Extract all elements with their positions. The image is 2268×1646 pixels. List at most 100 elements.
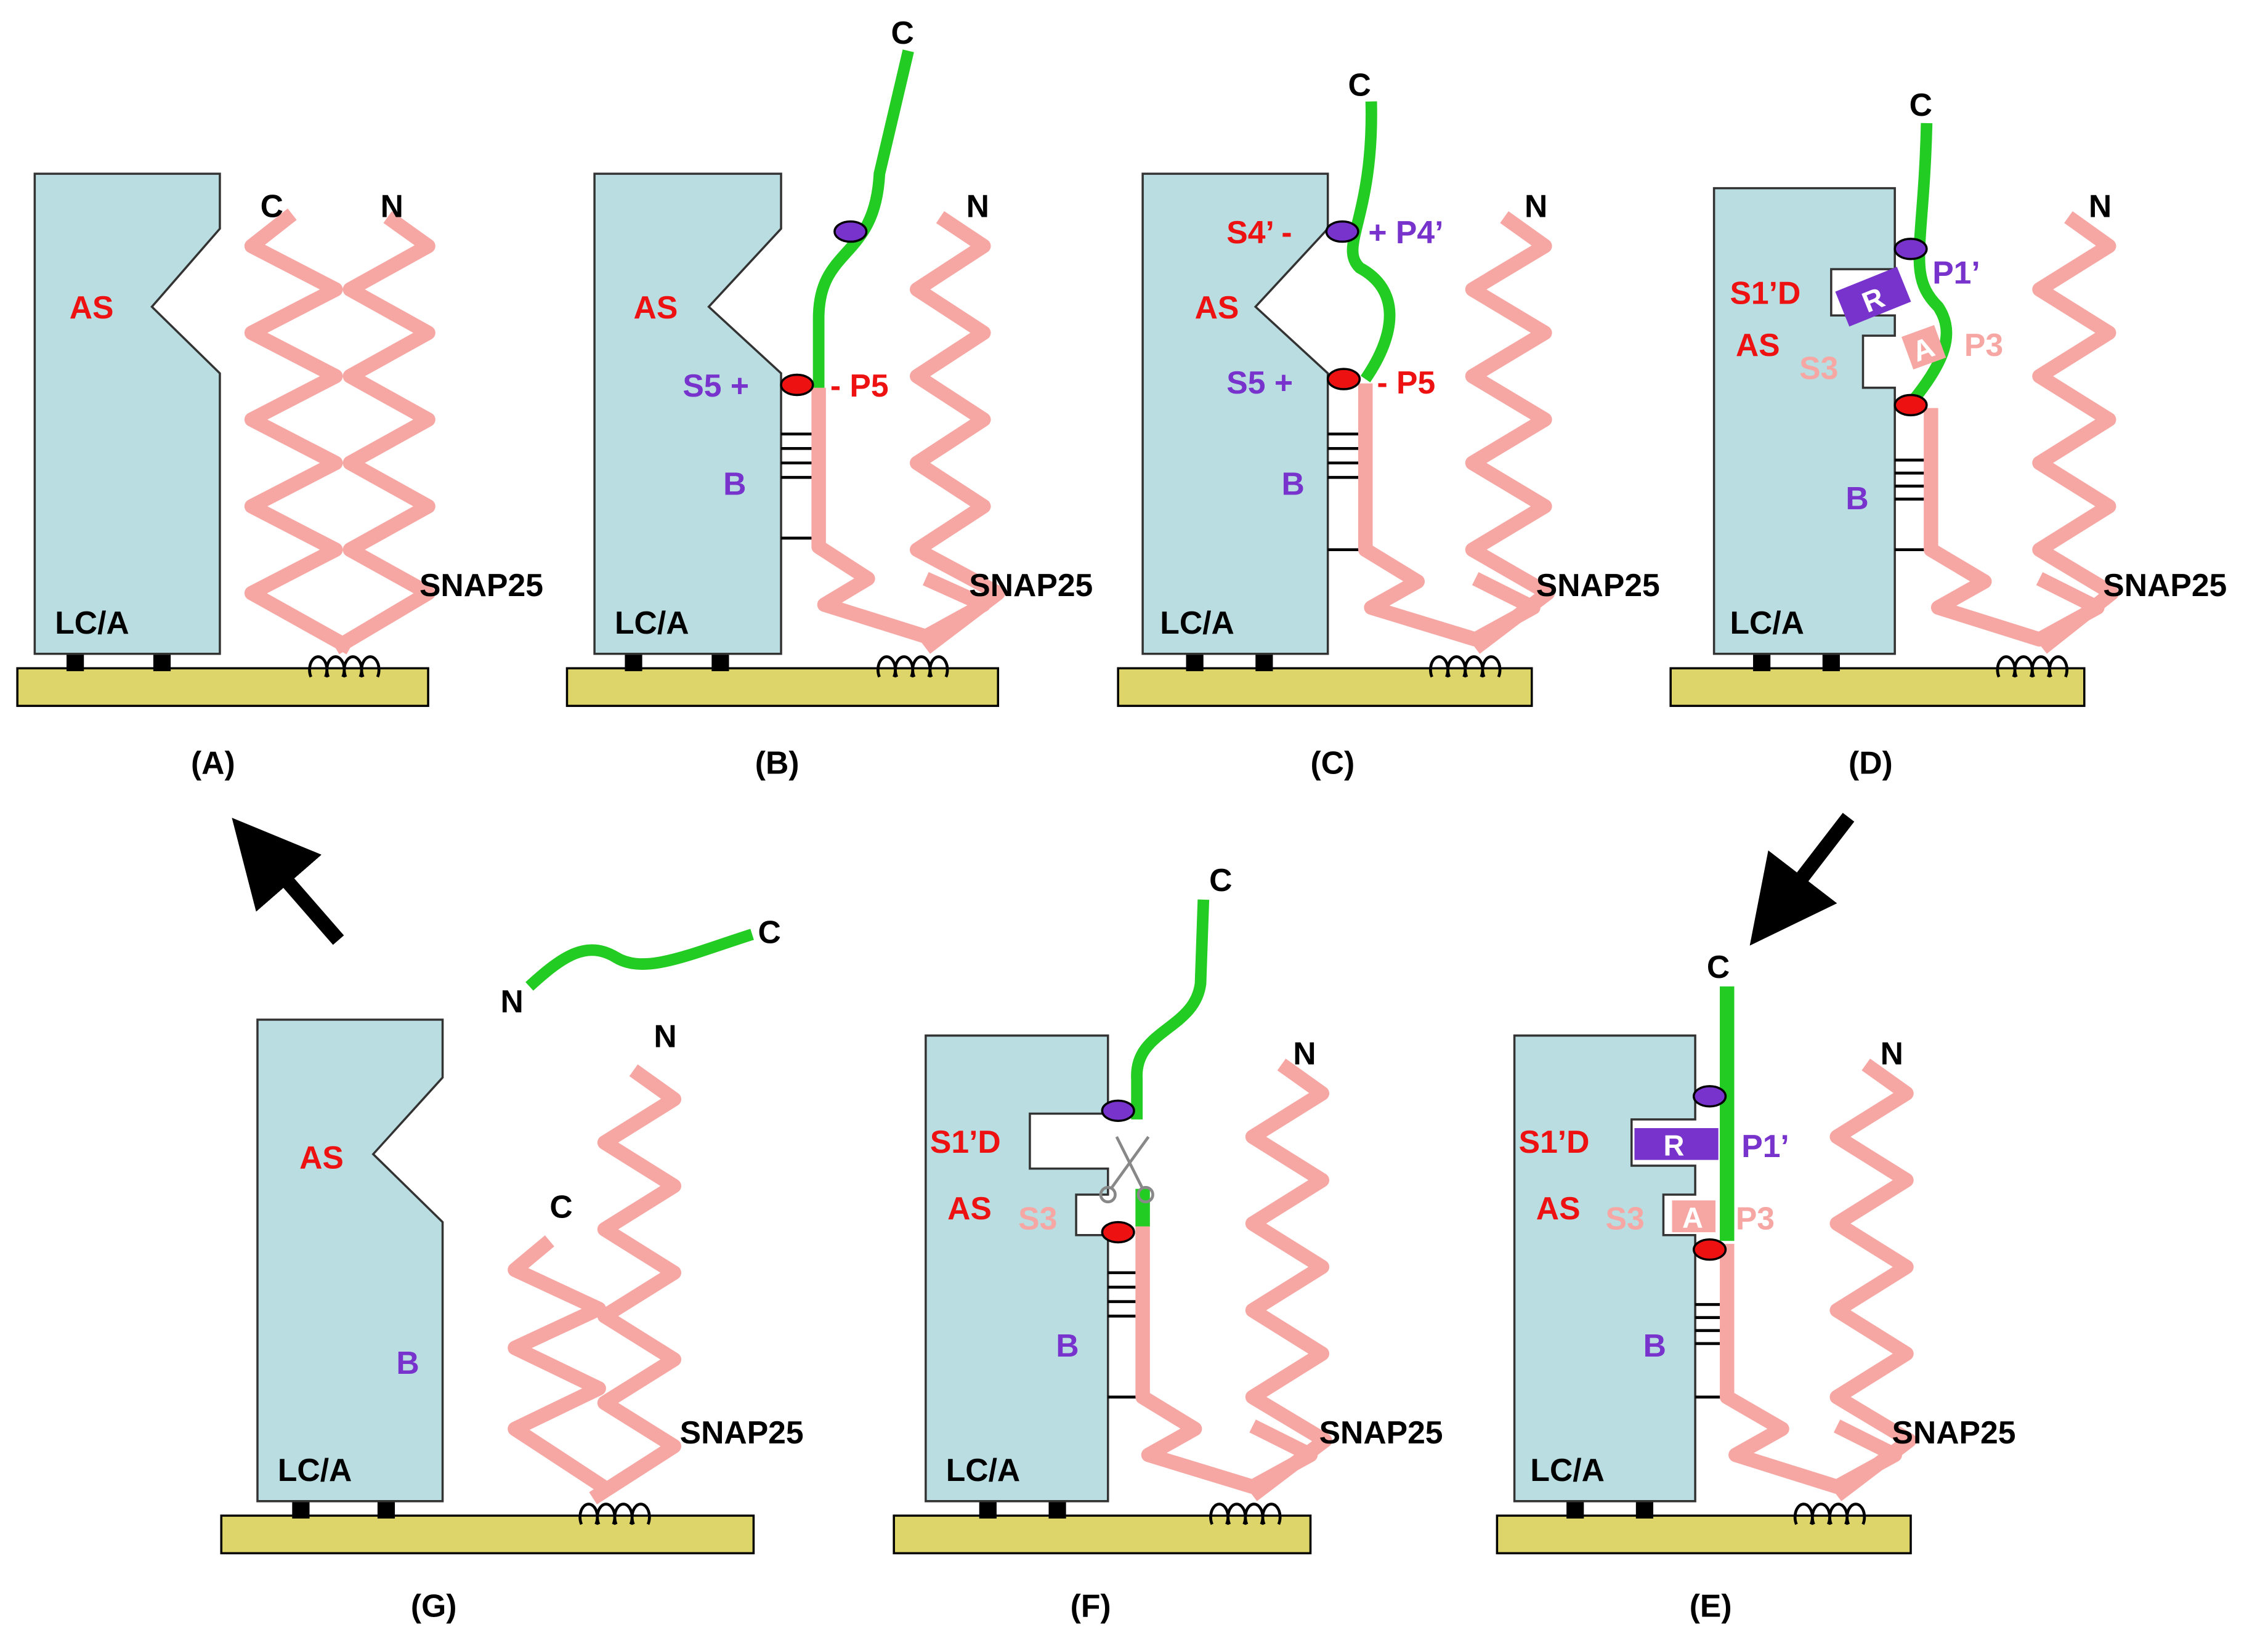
snap25-label: SNAP25 bbox=[2103, 567, 2227, 603]
membrane bbox=[220, 1514, 755, 1555]
anchor bbox=[67, 653, 84, 671]
fragment-c-label: C bbox=[758, 914, 780, 950]
panel-caption: (C) bbox=[1310, 745, 1355, 781]
snap25-c-helix bbox=[244, 208, 354, 655]
lc-a-body bbox=[1513, 1034, 1696, 1503]
snap25-n-helix bbox=[589, 1064, 682, 1504]
p3-alanine-residue bbox=[1672, 1200, 1715, 1233]
exosite-b-label: B bbox=[1845, 480, 1868, 516]
lc-a-label: LC/A bbox=[1530, 1452, 1605, 1488]
p1-arginine-residue: R bbox=[1835, 267, 1911, 327]
lc-a-label: LC/A bbox=[615, 605, 689, 640]
panel-caption: (B) bbox=[755, 745, 800, 781]
n-terminus-label: N bbox=[1525, 188, 1547, 224]
panel-e: A R S1’D P1’ AS S3 P3 B LC/A SNAP25 C N … bbox=[1496, 949, 2015, 1624]
exosite-b-label: B bbox=[723, 466, 746, 501]
panel-f: S1’D AS S3 B LC/A SNAP25 C N (F) bbox=[893, 862, 1443, 1624]
p3-label: P3 bbox=[1964, 327, 2003, 363]
lc-a-body bbox=[925, 1034, 1109, 1503]
p3-label: P3 bbox=[1736, 1200, 1775, 1236]
c-terminus-label: C bbox=[1348, 67, 1371, 102]
snap25-c-terminal-strand bbox=[1347, 101, 1396, 382]
panel-caption: (F) bbox=[1071, 1588, 1111, 1624]
palmitoyl-coils bbox=[1209, 1503, 1282, 1525]
s5-site bbox=[1101, 1220, 1135, 1244]
membrane bbox=[565, 667, 1000, 708]
p3-alanine-residue: A bbox=[1901, 325, 1946, 370]
s5-site bbox=[1893, 393, 1928, 417]
snap25-c-terminal-product bbox=[1131, 899, 1210, 1120]
p1-label: P1’ bbox=[1741, 1128, 1789, 1164]
arrow-g-to-a bbox=[232, 817, 344, 945]
snap25-c-helix bbox=[1720, 1243, 1902, 1495]
c-terminus-label: C bbox=[261, 188, 283, 224]
lc-a-label: LC/A bbox=[278, 1452, 352, 1488]
s3-label: S3 bbox=[1799, 350, 1838, 386]
c-terminus-label: C bbox=[891, 15, 914, 50]
palmitoyl-coils bbox=[877, 655, 949, 678]
panel-d: A R S1’D P1’ AS S3 P3 B LC/A SNAP25 C N … bbox=[1669, 87, 2227, 781]
fragment-n-label: N bbox=[500, 983, 523, 1019]
snap25-c-helix bbox=[508, 1235, 612, 1496]
p1-arginine-letter: R bbox=[1663, 1129, 1684, 1162]
snap25-label: SNAP25 bbox=[419, 567, 543, 603]
s5-label: S5 + bbox=[1226, 365, 1293, 400]
snap25-c-terminal-strand bbox=[1905, 123, 1953, 409]
s4-site bbox=[833, 220, 868, 243]
snap25-label: SNAP25 bbox=[969, 567, 1093, 603]
snap25-label: SNAP25 bbox=[1536, 567, 1660, 603]
c-terminus-label: C bbox=[1209, 862, 1232, 898]
anchor bbox=[711, 653, 729, 671]
released-c-terminal-fragment bbox=[525, 929, 754, 991]
lc-a-body bbox=[1712, 187, 1896, 655]
membrane bbox=[16, 667, 429, 708]
s4-site bbox=[1325, 220, 1359, 243]
active-site-label: AS bbox=[70, 289, 114, 325]
scissors-icon bbox=[1099, 1136, 1154, 1204]
active-site-label: AS bbox=[299, 1140, 344, 1176]
p1-label: P1’ bbox=[1932, 255, 1980, 291]
c-terminus-label: C bbox=[549, 1189, 572, 1225]
active-site-label: AS bbox=[1195, 289, 1239, 325]
anchor bbox=[292, 1501, 310, 1519]
lc-a-label: LC/A bbox=[946, 1452, 1021, 1488]
membrane bbox=[893, 1514, 1312, 1555]
lc-a-body bbox=[256, 1019, 444, 1503]
active-site-label: AS bbox=[634, 289, 678, 325]
snap25-label: SNAP25 bbox=[1319, 1414, 1443, 1450]
anchor bbox=[153, 653, 171, 671]
s1-site bbox=[1893, 238, 1928, 260]
c-terminus-label: C bbox=[1910, 87, 1932, 123]
anchor bbox=[1048, 1501, 1066, 1519]
anchor bbox=[1186, 653, 1204, 671]
palmitoyl-coils bbox=[1793, 1503, 1866, 1525]
snap25-c-terminal-strand bbox=[812, 49, 914, 388]
p1-arginine-residue bbox=[1634, 1128, 1719, 1160]
anchor bbox=[1635, 1501, 1654, 1519]
panel-caption: (E) bbox=[1690, 1588, 1732, 1624]
snap25-n-helix bbox=[2032, 211, 2120, 654]
p5-label: - P5 bbox=[1377, 365, 1435, 400]
panel-caption: (D) bbox=[1849, 745, 1893, 781]
n-terminus-label: N bbox=[2089, 188, 2112, 224]
membrane bbox=[1117, 667, 1533, 708]
s1d-label: S1’D bbox=[1519, 1124, 1590, 1160]
lc-a-label: LC/A bbox=[1730, 605, 1804, 640]
s3-label: S3 bbox=[1018, 1200, 1057, 1236]
snap25-n-helix bbox=[1245, 1059, 1332, 1501]
s1-site bbox=[1101, 1099, 1135, 1122]
exosite-b-label: B bbox=[1282, 466, 1305, 501]
panel-caption: (G) bbox=[411, 1588, 457, 1624]
s5-site bbox=[1692, 1238, 1727, 1261]
active-site-label: AS bbox=[1536, 1190, 1581, 1226]
panel-c: S4’ - + P4’ AS S5 + - P5 B LC/A SNAP25 C… bbox=[1117, 67, 1660, 781]
anchor bbox=[1822, 653, 1840, 671]
exosite-b-label: B bbox=[1643, 1328, 1666, 1363]
exosite-b-label: B bbox=[1056, 1328, 1079, 1363]
snap25-n-helix bbox=[910, 211, 1006, 654]
s5-site bbox=[1326, 368, 1361, 390]
s1d-label: S1’D bbox=[1730, 275, 1800, 310]
anchor bbox=[1753, 653, 1771, 671]
membrane bbox=[1669, 667, 2086, 708]
